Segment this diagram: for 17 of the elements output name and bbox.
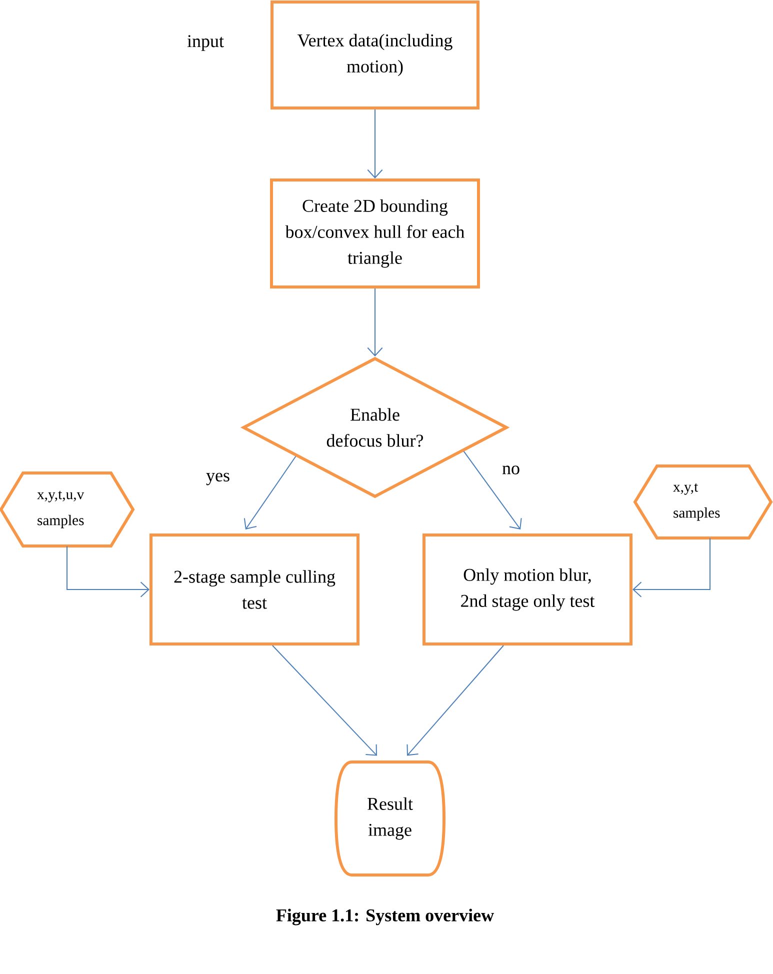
process-box: Only motion blur, 2nd stage only test bbox=[422, 534, 632, 646]
input-hexagon: x,y,t,u,v samples bbox=[0, 472, 135, 548]
terminator-box: Result image bbox=[334, 760, 446, 876]
arrow bbox=[66, 546, 150, 598]
process-box: Create 2D bounding box/convex hull for each triangle bbox=[270, 178, 480, 288]
arrow bbox=[367, 109, 383, 179]
arrow bbox=[632, 538, 710, 598]
arrow bbox=[406, 645, 504, 756]
arrow bbox=[463, 450, 522, 530]
arrow bbox=[272, 645, 377, 756]
process-box: 2-stage sample culling test bbox=[150, 534, 360, 646]
side-label: input bbox=[187, 35, 224, 51]
process-box: Vertex data(including motion) bbox=[270, 0, 480, 110]
figure-caption: Figure 1.1: System overview bbox=[276, 908, 494, 926]
arrow bbox=[244, 456, 296, 530]
edge-label: yes bbox=[204, 472, 232, 487]
arrow bbox=[367, 288, 383, 356]
